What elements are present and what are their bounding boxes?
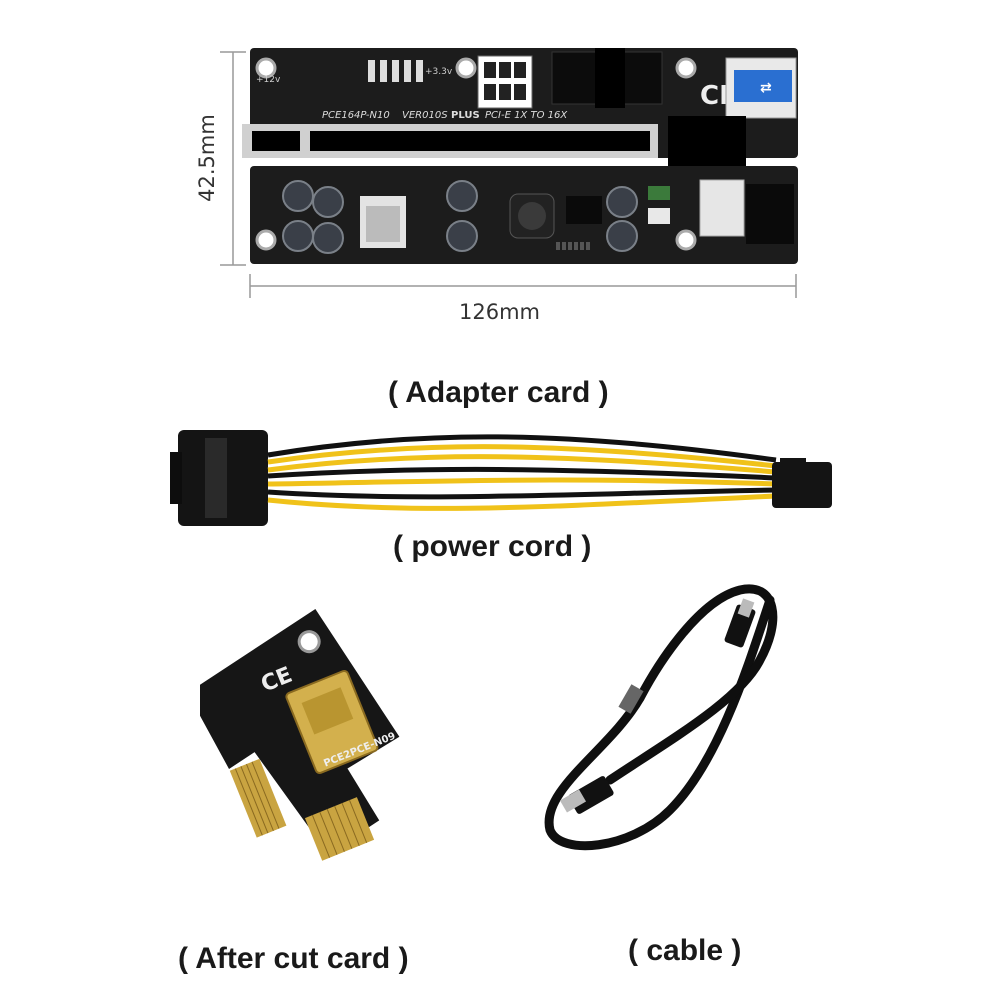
adapter-top-board: CE ⇄ +12v +3.3v PCE164P-N10 VER010S PLUS…: [242, 48, 798, 170]
usb-plug-bottom: [559, 776, 614, 814]
svg-text:⇄: ⇄: [760, 80, 772, 96]
wires: [267, 434, 777, 511]
power-cord-figure: [170, 430, 832, 526]
dimension-lines: [220, 51, 797, 298]
subtitle-label: PCI-E 1X TO 16X: [485, 110, 568, 121]
plus-label: PLUS: [451, 110, 480, 121]
adapter-bottom-board: [250, 166, 798, 264]
after-cut-card-figure: CE PCE2PCE-N09: [200, 608, 400, 861]
adapter-card-caption: ( Adapter card ): [388, 376, 609, 409]
height-dimension-label: 42.5mm: [195, 114, 219, 202]
usb-cable-figure: [544, 584, 778, 851]
sata-connector: [170, 430, 268, 526]
power-cord-caption: ( power cord ): [393, 530, 592, 563]
version-label: VER010S: [402, 110, 448, 121]
v33-label: +3.3v: [425, 67, 453, 77]
six-pin-plug: [772, 458, 832, 508]
adapter-card-figure: CE ⇄ +12v +3.3v PCE164P-N10 VER010S PLUS…: [220, 48, 798, 298]
v12-label: +12v: [256, 75, 281, 85]
model-label: PCE164P-N10: [322, 110, 390, 121]
usb-plug-top: [724, 598, 756, 648]
cable-caption: ( cable ): [628, 934, 742, 967]
after-cut-card-caption: ( After cut card ): [178, 942, 409, 975]
width-dimension-label: 126mm: [459, 300, 540, 324]
